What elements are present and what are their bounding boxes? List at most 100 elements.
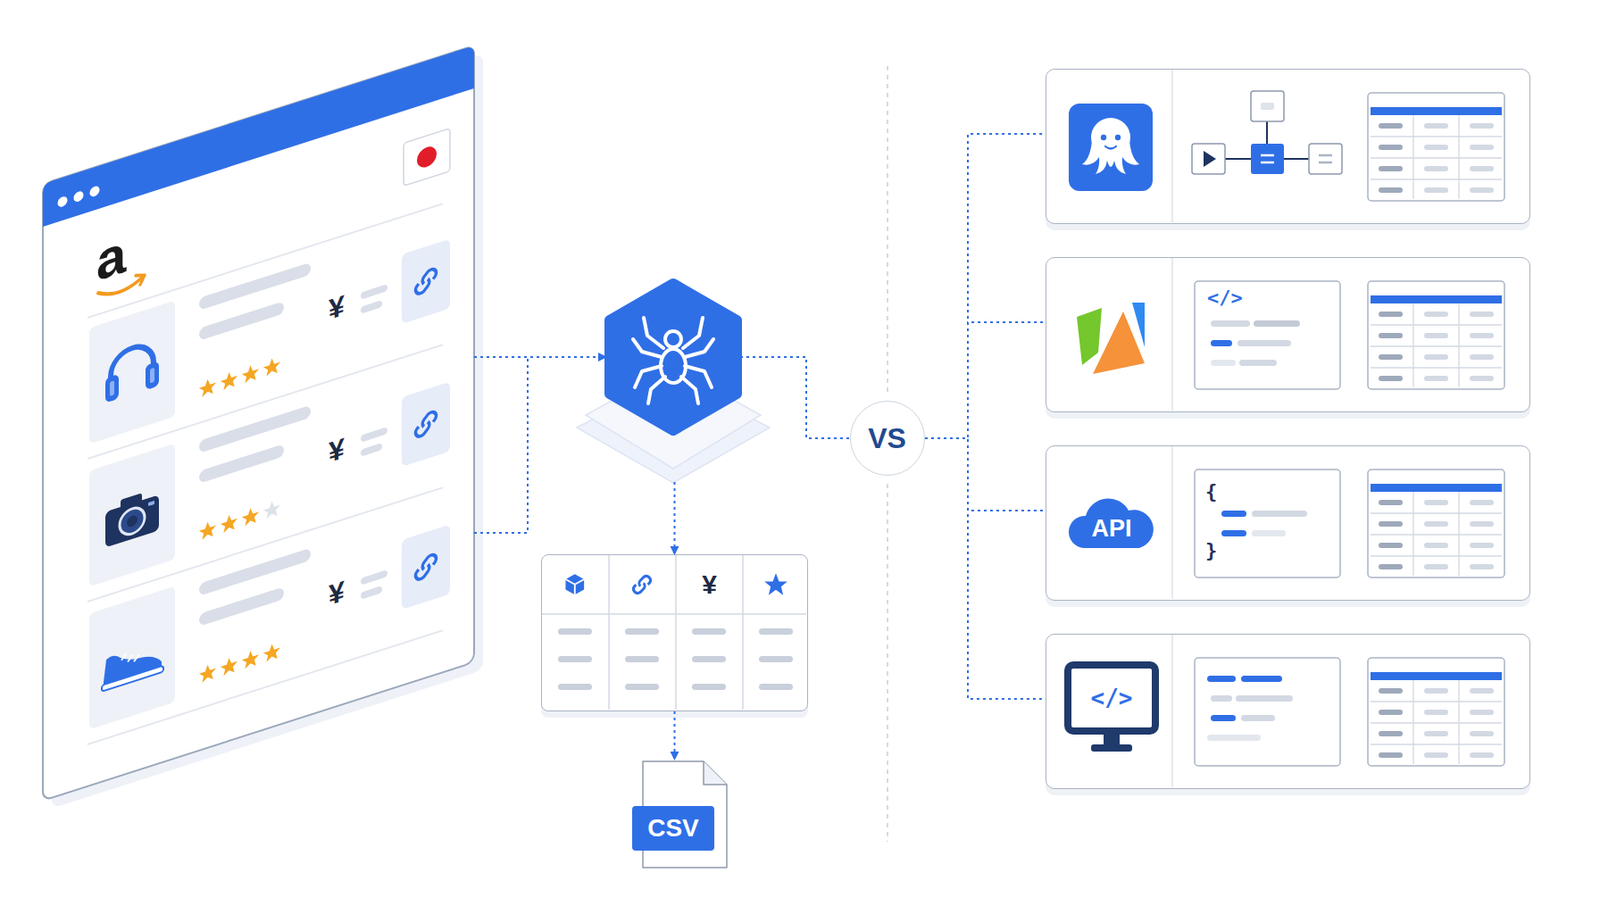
vs-circle: VS	[850, 400, 925, 476]
rating-stars	[220, 655, 238, 678]
rating-stars	[220, 369, 238, 392]
code-placeholder	[1241, 675, 1283, 683]
vs-label: VS	[850, 424, 924, 453]
rating-stars	[241, 505, 259, 528]
tool-card: </>	[1045, 257, 1531, 413]
divider-line	[886, 66, 889, 393]
browser-illustration	[403, 128, 450, 187]
logo-text: a	[96, 226, 126, 291]
flow-connector	[674, 482, 676, 555]
window-dots	[90, 184, 100, 199]
rating-stars	[263, 641, 281, 664]
camera-icon	[148, 500, 155, 507]
mini-table	[1367, 281, 1505, 390]
apify-logo	[1132, 302, 1145, 348]
code-placeholder	[1221, 510, 1247, 517]
apify-logo	[1076, 302, 1145, 375]
data-table: ¥	[541, 554, 809, 712]
star-icon	[764, 573, 788, 596]
text-placeholder	[199, 443, 284, 484]
code-placeholder	[1235, 695, 1293, 702]
code-panel	[1194, 469, 1341, 578]
monitor-icon	[1103, 734, 1120, 746]
link-button	[416, 410, 437, 438]
mini-table	[1367, 658, 1505, 767]
rating-stars	[199, 662, 217, 685]
link-button	[401, 239, 450, 610]
csv-file: CSV	[641, 759, 729, 870]
shoe-icon	[101, 640, 164, 692]
shoe-icon	[101, 666, 164, 692]
cell-placeholder	[758, 683, 793, 691]
monitor-icon	[1067, 665, 1156, 752]
browser-illustration	[42, 45, 475, 227]
code-placeholder	[1239, 359, 1277, 367]
cell-placeholder	[558, 628, 592, 635]
tool-card-art	[1046, 69, 1532, 225]
cube-icon	[565, 574, 584, 595]
file-shape	[703, 761, 727, 785]
code-brace: {	[1205, 482, 1217, 502]
text-placeholder	[360, 442, 383, 458]
code-tag: </>	[1067, 686, 1156, 710]
text-placeholder	[360, 283, 388, 300]
tool-card-art	[1171, 634, 1174, 788]
text-placeholder	[360, 426, 388, 443]
row-separator	[87, 203, 443, 745]
camera-icon	[105, 487, 159, 548]
workflow-mini	[1308, 143, 1342, 175]
flow-connector	[925, 438, 1046, 700]
flow-connector	[740, 357, 850, 439]
icon-tile	[89, 585, 175, 730]
spider-icon	[633, 317, 666, 404]
rating-stars	[263, 355, 281, 378]
flow-connector	[925, 133, 1046, 439]
price-symbol: ¥	[328, 576, 345, 611]
code-placeholder	[1207, 675, 1293, 742]
api-label: API	[1073, 516, 1150, 542]
text-placeholder	[360, 585, 383, 600]
headphones-icon	[109, 380, 115, 397]
workflow-mini	[1203, 150, 1217, 167]
headphones-icon	[145, 360, 159, 391]
camera-icon	[119, 504, 145, 538]
code-placeholder	[1221, 530, 1247, 537]
shoe-icon	[121, 649, 140, 666]
browser-illustration	[42, 45, 475, 801]
flow-connector	[925, 438, 1046, 511]
tool-card	[1045, 68, 1531, 225]
cell-placeholder	[691, 628, 726, 635]
code-placeholder	[1210, 715, 1236, 722]
octopus-icon	[1105, 146, 1117, 150]
tool-card-art	[1046, 258, 1532, 414]
row-separator	[87, 203, 443, 318]
cube-icon	[565, 574, 584, 595]
spider-icon	[681, 317, 714, 404]
cell-placeholder	[691, 656, 726, 663]
tool-card: </>	[1045, 633, 1531, 790]
code-placeholder	[1210, 695, 1233, 702]
crawler-hexagon	[606, 276, 741, 483]
cell-placeholder	[758, 656, 793, 663]
rating-stars	[241, 648, 259, 671]
tool-card-art	[1171, 258, 1174, 411]
workflow-mini	[1250, 143, 1284, 175]
tool-card-art	[1171, 446, 1174, 600]
icon-tile	[89, 442, 175, 587]
rating-stars	[199, 519, 217, 542]
link-icon	[633, 576, 651, 594]
workflow-mini	[1260, 155, 1275, 163]
link-button	[401, 525, 450, 610]
table-grid	[541, 555, 809, 713]
tool-card-art	[1171, 69, 1174, 223]
workflow-mini	[1191, 143, 1225, 175]
code-placeholder	[1210, 320, 1300, 367]
spider-icon	[665, 331, 682, 348]
monitor-icon	[1067, 665, 1156, 732]
code-placeholder	[1210, 359, 1236, 367]
headphones-icon	[105, 374, 119, 404]
code-tag: </>	[1207, 288, 1243, 309]
browser-illustration	[42, 45, 475, 801]
code-placeholder	[1207, 734, 1261, 742]
code-panel	[1194, 281, 1341, 390]
